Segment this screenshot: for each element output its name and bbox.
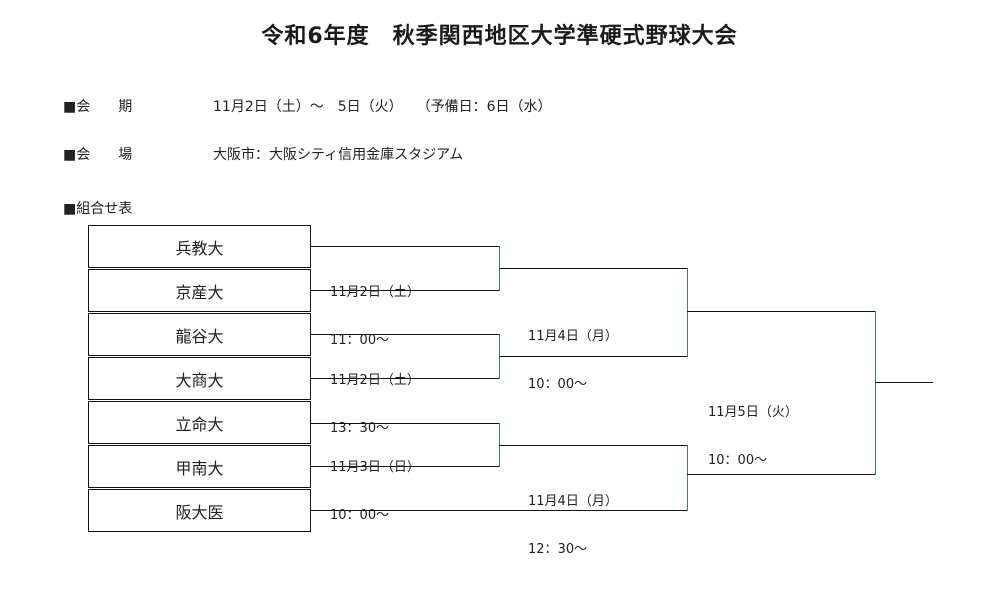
- match-time: 10：00～: [528, 377, 588, 392]
- venue-value: 大阪市：大阪シティ信用金庫スタジアム: [213, 147, 464, 163]
- match-time: 13：30～: [330, 421, 390, 436]
- bracket-line: [499, 268, 687, 269]
- bracket-line: [311, 466, 499, 467]
- match-date: 11月4日（月）: [528, 494, 618, 509]
- bracket-line: [499, 356, 687, 357]
- match-label-6: 11月5日（火） 10：00～: [708, 373, 798, 501]
- match-time: 10：00～: [708, 453, 768, 468]
- match-date: 11月4日（月）: [528, 329, 618, 344]
- team-box-6: 甲南大: [88, 445, 311, 488]
- bracket-line: [311, 246, 499, 247]
- match-date: 11月2日（土）: [330, 285, 420, 300]
- match-date: 11月3日（日）: [330, 460, 420, 475]
- bracket-line: [687, 311, 875, 312]
- match-date: 11月2日（土）: [330, 373, 420, 388]
- team-box-3: 龍谷大: [88, 313, 311, 356]
- bracket-line: [875, 311, 876, 475]
- bracket-line: [311, 378, 499, 379]
- match-date: 11月5日（火）: [708, 405, 798, 420]
- match-time: 10：00～: [330, 508, 390, 523]
- team-box-7: 阪大医: [88, 489, 311, 532]
- bracket-line: [687, 268, 688, 357]
- period-value: 11月2日（土）～ 5日（火） （予備日：6日（水）: [213, 99, 552, 115]
- bracket-section-label: ■組合せ表: [63, 201, 133, 217]
- bracket-line: [311, 423, 499, 424]
- bracket-line: [311, 290, 499, 291]
- page-title: 令和6年度 秋季関西地区大学準硬式野球大会: [261, 24, 738, 49]
- bracket-line: [499, 445, 687, 446]
- match-label-3: 11月3日（日） 10：00～: [330, 428, 420, 556]
- match-label-5: 11月4日（月） 12：30～: [528, 462, 618, 590]
- match-time: 12：30～: [528, 542, 588, 557]
- team-box-5: 立命大: [88, 401, 311, 444]
- team-box-2: 京産大: [88, 269, 311, 312]
- bracket-line: [311, 334, 499, 335]
- match-label-2: 11月2日（土） 13：30～: [330, 341, 420, 469]
- match-label-1: 11月2日（土） 11：00～: [330, 253, 420, 381]
- team-box-1: 兵教大: [88, 225, 311, 268]
- period-label: ■会 期: [63, 99, 133, 115]
- venue-label: ■会 場: [63, 147, 133, 163]
- match-label-4: 11月4日（月） 10：00～: [528, 297, 618, 425]
- bracket-line: [687, 474, 875, 475]
- team-box-4: 大商大: [88, 357, 311, 400]
- bracket-line: [687, 445, 688, 511]
- bracket-line: [875, 382, 933, 383]
- match-time: 11：00～: [330, 333, 390, 348]
- bracket-line: [311, 510, 687, 511]
